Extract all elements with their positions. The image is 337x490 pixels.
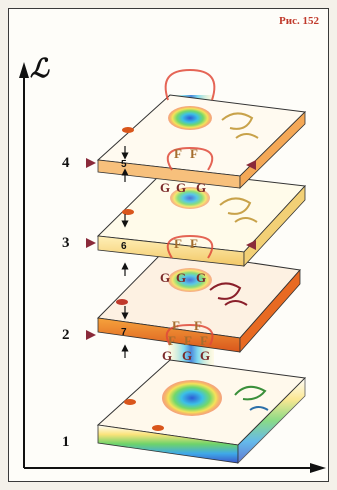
level-label-3: 3	[62, 235, 70, 252]
f-node: F	[190, 146, 198, 162]
level-label-2: 2	[62, 327, 70, 344]
level-label-4: 4	[62, 155, 70, 172]
g-node: G	[162, 348, 172, 364]
f-node: F	[194, 318, 202, 334]
f-node: F	[184, 333, 192, 349]
gap-label-6: 6	[121, 241, 127, 252]
slab-level-2	[98, 250, 300, 352]
f-node: F	[190, 236, 198, 252]
slab-level-1	[98, 360, 305, 463]
g-node: G	[160, 270, 170, 286]
vortex-level-4	[168, 106, 212, 130]
x-axis-arrowhead	[310, 463, 326, 473]
gap-label-5: 5	[121, 159, 127, 170]
gap-label-7: 7	[121, 327, 127, 338]
vortex-level-1	[162, 380, 222, 416]
g-node: G	[196, 180, 206, 196]
axis-symbol: ℒ	[30, 54, 49, 84]
g-node: G	[176, 180, 186, 196]
f-node: F	[174, 236, 182, 252]
y-axis-arrowhead	[19, 62, 29, 78]
level-label-1: 1	[62, 434, 70, 451]
f-node: F	[168, 333, 176, 349]
f-node: F	[174, 146, 182, 162]
g-node: G	[176, 270, 186, 286]
f-node: F	[172, 318, 180, 334]
figure-label: Рис. 152	[279, 15, 319, 27]
f-node: F	[200, 333, 208, 349]
g-node: G	[160, 180, 170, 196]
g-node: G	[200, 348, 210, 364]
g-node: G	[196, 270, 206, 286]
g-node: G	[182, 348, 192, 364]
